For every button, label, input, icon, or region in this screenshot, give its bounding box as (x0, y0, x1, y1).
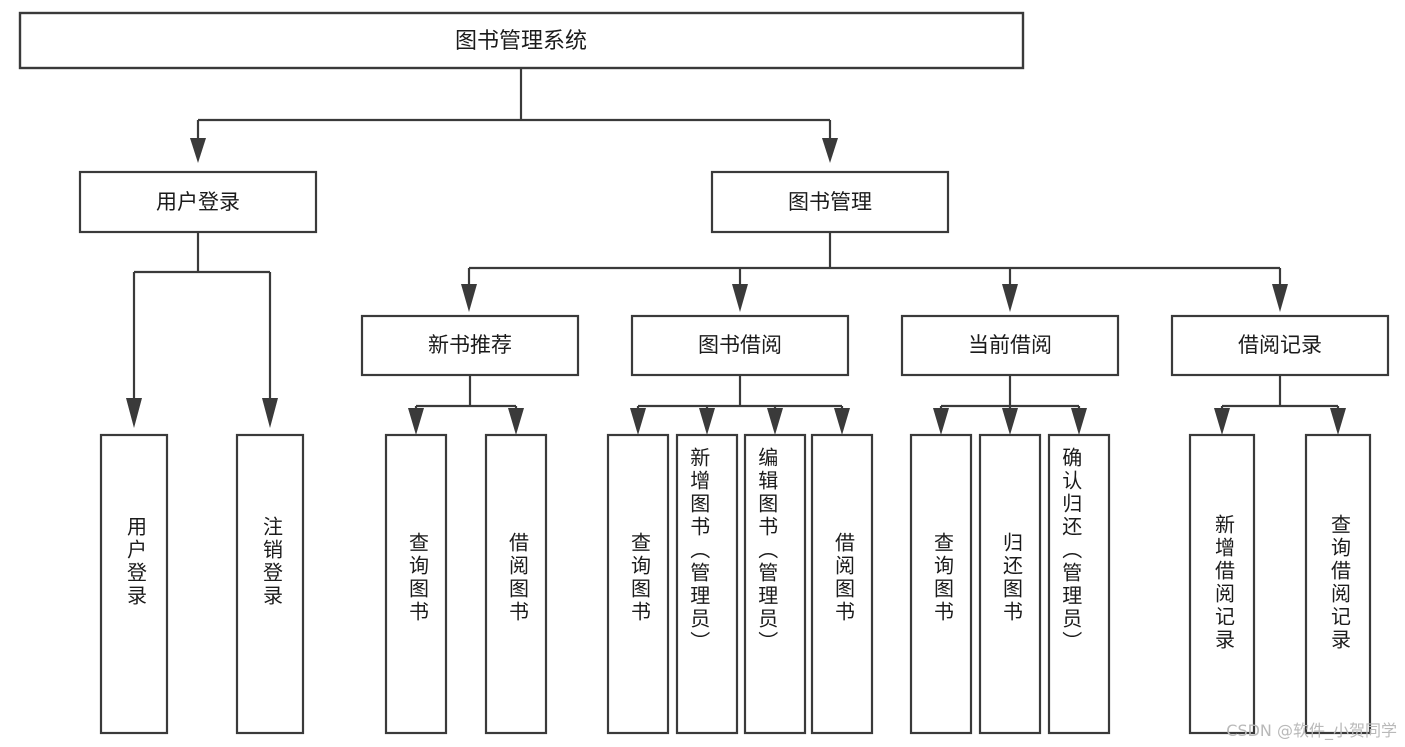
arrowhead-confirm-return (1071, 408, 1087, 435)
connector-group-user-login (126, 232, 278, 428)
arrowhead-query-book-3 (933, 408, 949, 435)
leaf-borrow-book-borrow-box[interactable] (810, 433, 874, 735)
leaf-logout-box[interactable] (235, 433, 305, 735)
arrowhead-borrow-book-1 (508, 408, 524, 435)
node-book-management-label: 图书管理 (788, 190, 872, 214)
leaf-add-borrow-record-label: 新增借阅记录 (1212, 514, 1236, 652)
node-user-login[interactable]: 用户登录 (78, 170, 318, 234)
leaf-borrow-book-borrow[interactable]: 借阅图书 (810, 433, 874, 735)
leaf-query-book-current-label: 查询图书 (931, 532, 955, 624)
node-new-book-recommend-label: 新书推荐 (428, 333, 512, 357)
connector-group-book-borrow (630, 375, 850, 435)
arrowhead-edit-book (767, 408, 783, 435)
arrowhead-return-book (1002, 408, 1018, 435)
arrowhead-query-book-1 (408, 408, 424, 435)
leaf-return-book[interactable]: 归还图书 (978, 433, 1042, 735)
arrowhead-add-book (699, 408, 715, 435)
leaf-add-book-admin-box[interactable] (675, 433, 739, 735)
leaf-add-book-admin[interactable]: 新增图书（管理员） (675, 433, 739, 735)
connector-group-current-borrow (933, 375, 1087, 435)
leaf-logout[interactable]: 注销登录 (235, 433, 305, 735)
leaf-return-book-label: 归还图书 (1000, 532, 1024, 624)
connector-group-borrow-record (1214, 375, 1346, 435)
leaf-add-borrow-record-box[interactable] (1188, 433, 1256, 735)
leaf-query-borrow-record-label: 查询借阅记录 (1328, 514, 1352, 652)
leaf-query-book-current-box[interactable] (909, 433, 973, 735)
node-borrow-record-label: 借阅记录 (1238, 333, 1322, 357)
arrowhead-borrow-book-2 (834, 408, 850, 435)
arrowhead-book-mgmt (822, 138, 838, 163)
leaf-add-borrow-record[interactable]: 新增借阅记录 (1188, 433, 1256, 735)
node-book-management[interactable]: 图书管理 (710, 170, 950, 234)
leaf-edit-book-admin[interactable]: 编辑图书（管理员） (743, 433, 807, 735)
leaf-borrow-book-new-box[interactable] (484, 433, 548, 735)
connector-group-root (190, 68, 838, 163)
leaf-query-borrow-record-box[interactable] (1304, 433, 1372, 735)
leaf-query-book-new[interactable]: 查询图书 (384, 433, 448, 735)
leaf-query-book-borrow[interactable]: 查询图书 (606, 433, 670, 735)
node-current-borrow-label: 当前借阅 (968, 333, 1052, 357)
leaf-confirm-return-admin-label: 确认归还（管理员） (1059, 447, 1083, 654)
leaf-edit-book-admin-box[interactable] (743, 433, 807, 735)
leaf-user-login[interactable]: 用户登录 (99, 433, 169, 735)
arrowhead-query-book-2 (630, 408, 646, 435)
arrowhead-leaf-user-login (126, 398, 142, 428)
leaf-query-book-borrow-label: 查询图书 (628, 532, 652, 624)
node-book-borrow-label: 图书借阅 (698, 333, 782, 357)
leaf-user-login-box[interactable] (99, 433, 169, 735)
leaf-query-book-new-box[interactable] (384, 433, 448, 735)
node-user-login-label: 用户登录 (156, 190, 240, 214)
leaf-user-login-label: 用户登录 (124, 516, 148, 608)
leaf-query-book-new-label: 查询图书 (406, 532, 430, 624)
leaf-query-book-current[interactable]: 查询图书 (909, 433, 973, 735)
node-new-book-recommend-box[interactable] (360, 314, 580, 377)
node-root-system-box[interactable] (18, 11, 1025, 70)
leaf-add-book-admin-label: 新增图书（管理员） (687, 447, 711, 654)
connector-group-book-management (461, 232, 1288, 312)
node-current-borrow-box[interactable] (900, 314, 1120, 377)
node-book-borrow[interactable]: 图书借阅 (630, 314, 850, 377)
node-new-book-recommend[interactable]: 新书推荐 (360, 314, 580, 377)
leaf-confirm-return-admin-box[interactable] (1047, 433, 1111, 735)
arrowhead-add-record (1214, 408, 1230, 435)
arrowhead-current-borrow (1002, 284, 1018, 312)
leaf-query-borrow-record[interactable]: 查询借阅记录 (1304, 433, 1372, 735)
node-root-system-label: 图书管理系统 (455, 29, 587, 54)
arrowhead-query-record (1330, 408, 1346, 435)
node-current-borrow[interactable]: 当前借阅 (900, 314, 1120, 377)
arrowhead-user-login (190, 138, 206, 163)
arrowhead-borrow-record (1272, 284, 1288, 312)
leaf-borrow-book-borrow-label: 借阅图书 (832, 532, 856, 624)
node-user-login-box[interactable] (78, 170, 318, 234)
connector-group-new-book (408, 375, 524, 435)
leaf-logout-label: 注销登录 (260, 516, 284, 608)
arrowhead-new-book (461, 284, 477, 312)
node-borrow-record[interactable]: 借阅记录 (1170, 314, 1390, 377)
node-root-system[interactable]: 图书管理系统 (18, 11, 1025, 70)
node-book-borrow-box[interactable] (630, 314, 850, 377)
leaf-borrow-book-new[interactable]: 借阅图书 (484, 433, 548, 735)
leaf-return-book-box[interactable] (978, 433, 1042, 735)
leaf-query-book-borrow-box[interactable] (606, 433, 670, 735)
leaf-confirm-return-admin[interactable]: 确认归还（管理员） (1047, 433, 1111, 735)
arrowhead-leaf-logout (262, 398, 278, 428)
arrowhead-book-borrow (732, 284, 748, 312)
node-borrow-record-box[interactable] (1170, 314, 1390, 377)
leaf-edit-book-admin-label: 编辑图书（管理员） (755, 447, 779, 654)
leaf-borrow-book-new-label: 借阅图书 (506, 532, 530, 624)
